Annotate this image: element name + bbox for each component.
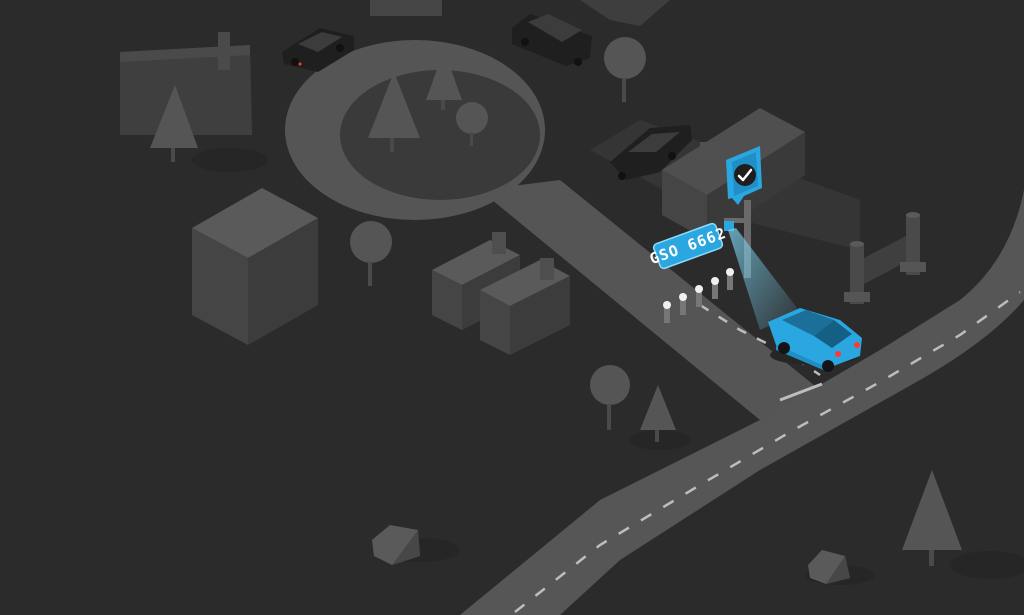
checkmark-icon (737, 168, 753, 182)
building-top-left (120, 32, 252, 135)
tail-light-right (854, 342, 860, 348)
parked-car-1 (282, 28, 354, 72)
camera-scan-beam (728, 228, 800, 330)
lane-markings (514, 290, 1021, 613)
stop-line (779, 382, 823, 402)
blue-car (768, 308, 862, 372)
camera-icon (724, 221, 734, 231)
driveway-markings (699, 303, 821, 377)
bollard-lights (663, 268, 734, 323)
tail-light-left (835, 351, 841, 357)
building-top-center (370, 0, 442, 16)
trees (150, 37, 962, 566)
lpr-camera-pole (724, 200, 751, 278)
parked-car-2 (512, 14, 592, 66)
house-center (432, 232, 570, 355)
building-cube (192, 188, 318, 345)
gate-pillars (844, 212, 926, 304)
parked-car-3 (610, 125, 692, 180)
rocks (372, 525, 850, 584)
checkpoint-badge (726, 146, 762, 205)
main-road (460, 190, 1024, 615)
building-top-right (580, 0, 670, 26)
